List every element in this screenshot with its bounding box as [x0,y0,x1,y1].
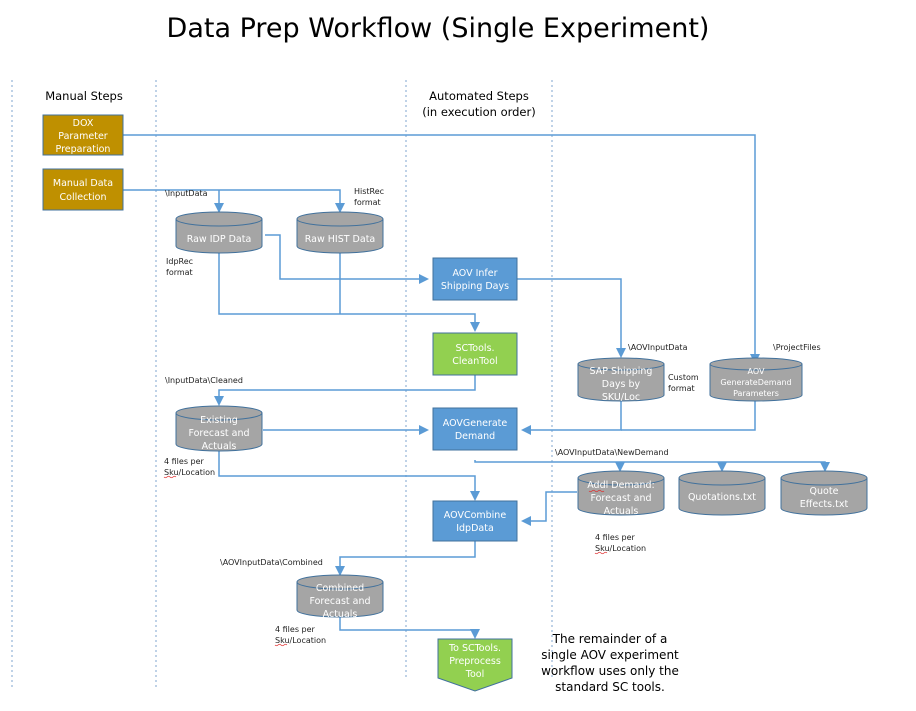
footer-note: standard SC tools. [555,680,665,694]
datastore-label: Parameters [733,389,779,398]
format-label-idprec: format [166,268,193,277]
format-label-custom: Custom [668,373,699,382]
datastore-aov-params[interactable]: AOV GenerateDemand Parameters [709,357,803,402]
step-label: DOX [73,118,94,129]
step-label: Parameter [58,131,108,142]
step-label: Tool [465,669,484,680]
format-label-idprec: IdpRec [166,257,193,266]
step-label: IdpData [456,523,494,534]
path-label-input-cleaned: \InputData\Cleaned [165,376,243,385]
datastore-quotations[interactable]: Quotations.txt [678,470,766,516]
datastore-quote-effects[interactable]: Quote Effects.txt [780,470,868,516]
step-label: Manual Data [53,178,113,189]
files-note: Sku/Location [275,636,326,645]
datastore-label: SKU/Loc [602,392,640,403]
footer-note: single AOV experiment [541,648,679,662]
step-label: Preparation [56,144,111,155]
manual-step-dox[interactable]: DOX Parameter Preparation [42,114,124,156]
format-label-histrec: format [354,198,381,207]
files-note: Sku/Location [595,544,646,553]
connector-addl-to-combine [521,491,577,526]
step-label: AOV Infer [452,268,497,279]
path-label-input-data: \InputData [165,189,208,198]
datastore-label: AOV [748,367,765,376]
lane-header-manual: Manual Steps [45,89,123,103]
connector-sap-to-generate [521,400,622,435]
datastore-label: Addl Demand: [587,480,655,491]
connector-dox-to-params [123,134,760,364]
connector-combined-to-preprocess [339,615,480,639]
connector-infer-to-sap [517,278,626,358]
datastore-existing-forecast[interactable]: Existing Forecast and Actuals [175,405,263,452]
datastore-label: Actuals [604,506,639,517]
step-label: AOVGenerate [443,418,508,429]
step-label: Shipping Days [441,281,509,292]
step-label: AOVCombine [444,510,507,521]
datastore-sap-shipping[interactable]: SAP Shipping Days by SKU/Loc [577,357,665,403]
lane-header-automated: Automated Steps [429,89,529,103]
footer-note: The remainder of a [552,632,668,646]
connector-generate-to-quote [474,460,830,472]
spellcheck-underline [588,489,605,493]
datastore-label: Quotations.txt [688,492,756,503]
connector-clean-to-existing [214,375,476,406]
connectors [123,134,830,639]
step-label: CleanTool [452,356,497,367]
step-aov-combine[interactable]: AOVCombine IdpData [432,500,518,542]
datastore-addl-demand[interactable]: Addl Demand: Forecast and Actuals [577,470,665,517]
datastore-raw-idp[interactable]: Raw IDP Data [175,211,263,254]
spellcheck-underline [274,643,288,647]
datastore-label: Forecast and [188,428,249,439]
files-note: 4 files per [164,457,205,466]
connector-params-to-generate [621,400,756,431]
datastore-combined-forecast[interactable]: Combined Forecast and Actuals [296,574,384,620]
path-label-project-files: \ProjectFiles [773,343,821,352]
page-title: Data Prep Workflow (Single Experiment) [167,13,710,44]
datastore-raw-hist[interactable]: Raw HIST Data [296,211,384,254]
format-label-custom: format [668,384,695,393]
format-label-histrec: HistRec [354,187,384,196]
connector-existing-to-combine [218,450,480,501]
files-note: Sku/Location [164,468,215,477]
files-note: 4 files per [275,625,316,634]
datastore-label: Combined [316,583,364,594]
step-label: To SCTools. [448,643,501,654]
datastore-label: Days by [602,379,641,390]
datastore-label: Quote [810,486,839,497]
step-aov-generate[interactable]: AOVGenerate Demand [432,407,518,451]
step-label: Preprocess [449,656,501,667]
step-sctools-clean[interactable]: SCTools. CleanTool [432,332,518,376]
lane-header-automated-sub: (in execution order) [422,105,535,119]
datastore-label: GenerateDemand [720,378,791,387]
step-sctools-preprocess[interactable]: To SCTools. Preprocess Tool [437,638,513,692]
datastore-label: Actuals [323,609,358,620]
connector-idp-to-infer [265,234,429,284]
datastore-label: Forecast and [590,493,651,504]
connector-manual-to-hist [123,189,345,213]
connector-idp-to-clean [218,252,480,332]
spellcheck-underline [163,475,177,479]
datastore-label: Raw HIST Data [305,234,376,245]
step-label: Demand [455,431,495,442]
datastore-label: Actuals [202,441,237,452]
step-aov-infer[interactable]: AOV Infer Shipping Days [432,257,518,301]
datastore-label: Forecast and [309,596,370,607]
datastore-label: Raw IDP Data [187,234,252,245]
step-label: Collection [60,192,107,203]
datastore-label: SAP Shipping [590,366,653,377]
path-label-aov-input-data: \AOVInputData [628,343,688,352]
footer-note: workflow uses only the [541,664,679,678]
manual-step-data-collection[interactable]: Manual Data Collection [42,168,124,211]
datastore-label: Existing [200,415,238,426]
files-note: 4 files per [595,533,636,542]
spellcheck-underline [594,551,608,555]
connector-combine-to-combined [335,541,476,576]
datastore-label: Effects.txt [800,499,849,510]
step-label: SCTools. [455,343,494,354]
path-label-new-demand: \AOVInputData\NewDemand [555,448,669,457]
path-label-combined: \AOVInputData\Combined [220,558,323,567]
